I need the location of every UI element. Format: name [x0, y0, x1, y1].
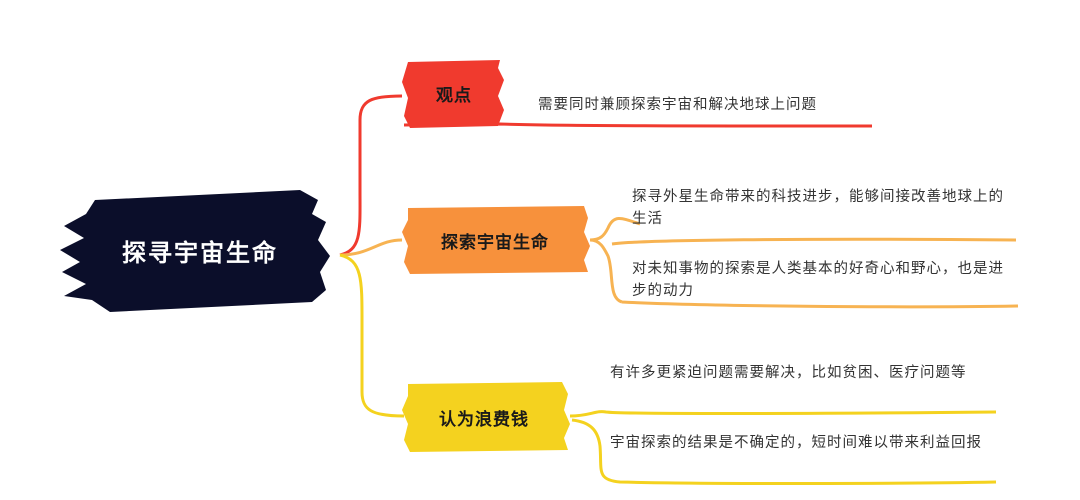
branch-1-leaf-1: 对未知事物的探索是人类基本的好奇心和野心，也是进步的动力 — [632, 261, 1004, 299]
connector-branch-2 — [339, 253, 405, 418]
branch-2-label: 认为浪费钱 — [439, 409, 529, 430]
branch-0-leaf-0: 需要同时兼顾探索宇宙和解决地球上问题 — [538, 97, 817, 113]
branch-2-label-background — [402, 382, 570, 452]
connector-branch-0 — [339, 94, 403, 257]
root-node-label: 探寻宇宙生命 — [122, 238, 278, 267]
root-node-background — [60, 190, 330, 312]
branch-1-leaf-0: 探寻外星生命带来的科技进步，能够间接改善地球上的生活 — [632, 189, 1004, 227]
branch-0-label: 观点 — [436, 85, 472, 106]
branch-1-label: 探索宇宙生命 — [441, 232, 549, 253]
branch-2-leaf-0: 有许多更紧迫问题需要解决，比如贫困、医疗问题等 — [610, 365, 967, 381]
branch-0-label-background — [402, 60, 504, 128]
branch-1-label-background — [402, 206, 590, 274]
branch-0-underline — [403, 122, 873, 128]
branch-2-leaf-1: 宇宙探索的结果是不确定的，短时间难以带来利益回报 — [610, 435, 982, 451]
branch-2-leaf-connector — [569, 410, 997, 485]
connector-branch-1 — [339, 238, 403, 257]
branch-1-leaf-connector — [589, 217, 1019, 309]
